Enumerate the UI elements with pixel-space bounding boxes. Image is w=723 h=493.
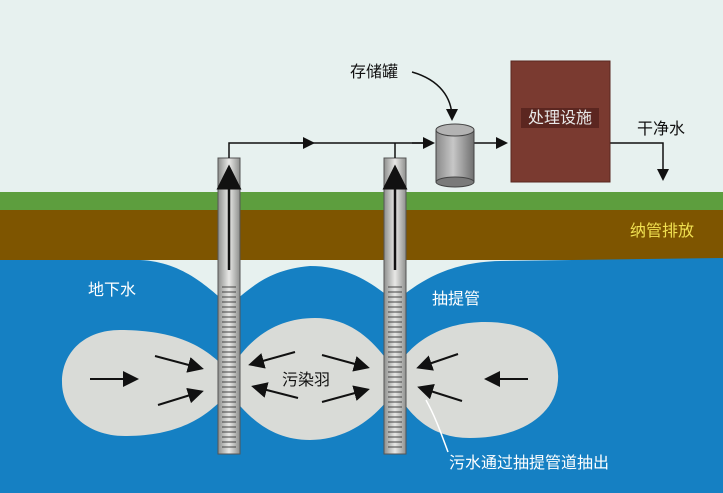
storage-tank-pointer [411,71,458,121]
flow-arrow [417,384,463,402]
plume-label: 污染羽 [282,370,330,389]
well-screen [222,286,236,448]
flow-arrow [251,382,299,399]
extraction-well-right [382,157,408,455]
flow-arrow [321,385,370,403]
flow-arrow [154,355,204,373]
flow-arrow [321,354,370,372]
clean-water-label: 干净水 [637,119,685,138]
storage-tank [435,123,475,188]
treatment-unit-label: 处理设施 [528,108,592,127]
flow-arrow [248,351,296,369]
extraction-pipe-label: 抽提管 [432,289,480,308]
storage-tank-label: 存储罐 [350,62,398,81]
sewer-discharge-label: 纳管排放 [630,221,694,240]
flow-arrow [416,353,459,371]
ground-surface [0,192,723,210]
treatment-unit-label-box [521,108,599,128]
caption-pointer [425,399,449,453]
sky [0,0,723,195]
surface-piping [228,137,669,181]
well-screen [388,286,402,448]
contamination-plume [62,318,559,440]
extraction-well-left [216,157,242,455]
groundwater-label: 地下水 [88,280,136,299]
soil-layer [0,210,723,260]
flow-arrows [90,351,528,406]
caption-label: 污水通过抽提管道抽出 [449,453,609,472]
flow-arrow [157,387,204,406]
